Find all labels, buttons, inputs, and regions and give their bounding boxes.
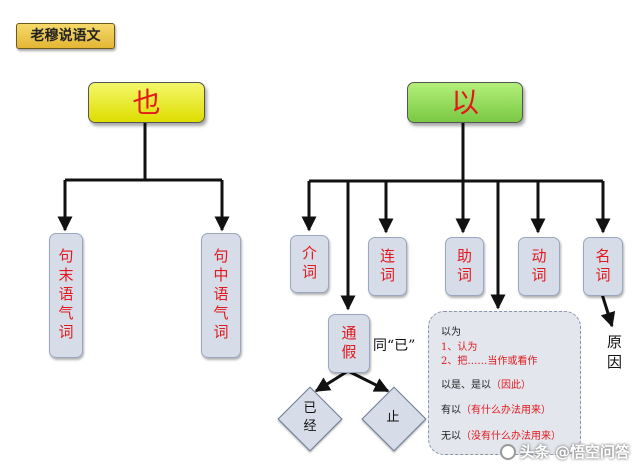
ming-box: 名词 xyxy=(583,237,623,296)
yuanyin-note: 原因 xyxy=(607,333,623,371)
ye-sentence-final-particle-box: 句末语气词 xyxy=(49,233,83,358)
ye-sentence-medial-particle-box: 句中语气词 xyxy=(201,233,241,358)
watermark-text: 头条 @悟空问答 xyxy=(519,443,630,461)
zhu-box: 助词 xyxy=(445,237,484,296)
channel-tag: 老穆说语文 xyxy=(16,23,115,49)
dong-box: 动词 xyxy=(518,237,560,296)
yi-usage-panel: 以为 1、认为 2、把……当作或看作 以是、是以（因此） 有以（有什么办法用来）… xyxy=(428,311,581,455)
ming-arrow xyxy=(600,293,616,328)
tongjia-arrow-right xyxy=(347,369,390,393)
tong-yi-note: 同“已” xyxy=(373,338,416,354)
lian-box: 连词 xyxy=(368,237,407,296)
panel-line-yishi: 以是、是以（因此） xyxy=(441,380,531,391)
panel-line-yiwei: 以为 xyxy=(441,327,461,338)
zhi-label: 止 xyxy=(386,410,400,425)
yi-node: 以 xyxy=(407,82,523,123)
panel-line-wuyi: 无以（没有什么办法用来） xyxy=(441,431,561,442)
tongjia-box: 通假 xyxy=(328,314,370,373)
jie-box: 介词 xyxy=(290,235,329,293)
panel-line-youyi: 有以（有什么办法用来） xyxy=(441,405,551,416)
panel-line-renwei: 1、认为 xyxy=(441,342,478,353)
wukong-logo-icon xyxy=(499,443,516,460)
ye-node: 也 xyxy=(88,82,205,123)
watermark: 头条 @悟空问答 xyxy=(499,441,630,462)
tongjia-arrow-left xyxy=(314,369,349,393)
panel-line-badangzuo: 2、把……当作或看作 xyxy=(441,356,538,367)
yijing-label: 已经 xyxy=(303,401,317,434)
